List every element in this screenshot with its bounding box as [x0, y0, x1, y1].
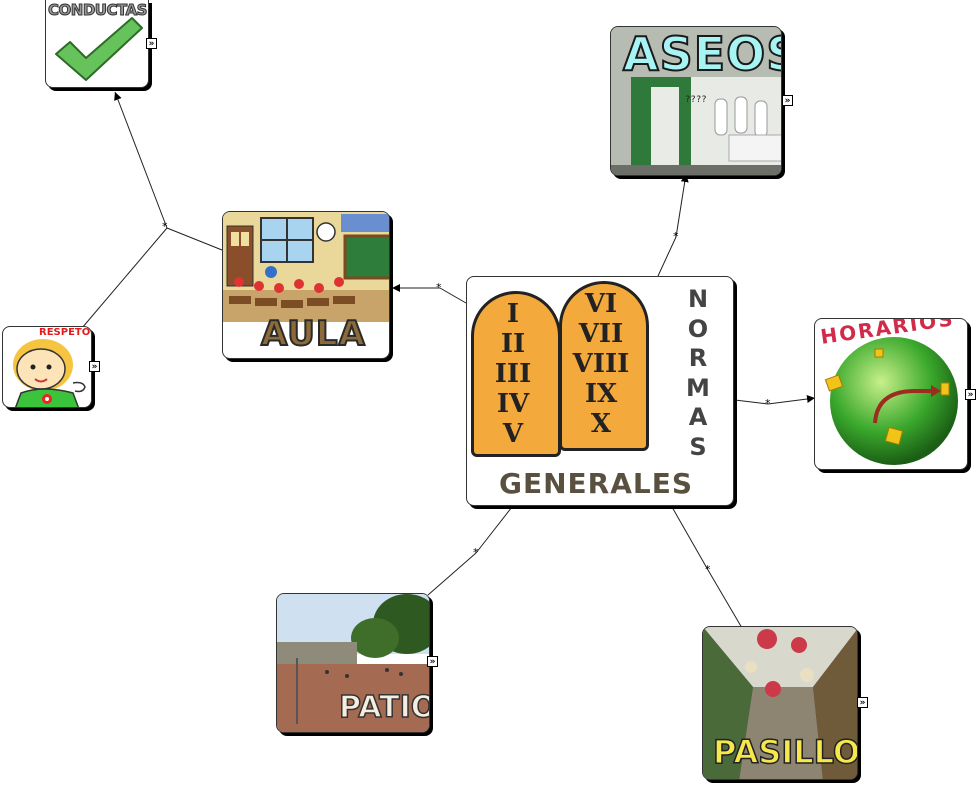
classroom-illustration-icon [223, 212, 389, 322]
node-respeto[interactable]: RESPETO [2, 326, 92, 408]
link-label-normas-horarios: * [765, 397, 771, 410]
expand-icon-conductas[interactable]: » [146, 38, 157, 49]
link-normas-aula [439, 287, 467, 304]
node-aseos-title: ASEOS [622, 27, 781, 82]
link-aula-conductas [166, 227, 223, 251]
normas-letter-1: O [687, 314, 709, 343]
normas-letter-5: S [689, 432, 707, 461]
normas-letter-0: N [687, 285, 709, 313]
expand-icon-respeto[interactable]: » [89, 361, 100, 372]
node-respeto-title: RESPETO [39, 327, 91, 338]
expand-icon-horarios[interactable]: » [965, 389, 976, 400]
restroom-photo-icon [611, 27, 781, 175]
node-normas-title: GENERALES [499, 467, 694, 500]
playground-photo-icon [277, 594, 429, 732]
clock-icon [824, 337, 958, 465]
expand-icon-pasillos[interactable]: » [857, 697, 868, 708]
link-label-normas-aseos: * [673, 230, 679, 243]
link-label-normas-patio: * [473, 546, 479, 559]
node-pasillos[interactable]: PASILLOS [702, 626, 858, 780]
expand-icon-aseos[interactable]: » [782, 95, 793, 106]
tablet-right [559, 281, 649, 451]
expand-icon-patio[interactable]: » [427, 656, 438, 667]
corridor-photo-icon [703, 627, 857, 779]
node-conductas-title: CONDUCTAS [48, 1, 148, 20]
link-conductas-arrow [114, 91, 168, 229]
link-label-aula-conductas: * [162, 220, 168, 233]
normas-letter-4: A [688, 403, 708, 431]
link-patio [427, 552, 477, 596]
girl-illustration-icon [13, 339, 86, 407]
link-respeto [81, 227, 168, 329]
node-horarios[interactable]: HORARIOS [814, 318, 968, 470]
link-normas-pasillos [671, 506, 709, 571]
normas-letter-3: M [686, 373, 710, 402]
node-aseos[interactable]: ASEOS ???? [610, 26, 782, 176]
link-normas-aseos-arrow [675, 173, 689, 238]
link-pasillos [707, 569, 743, 629]
node-pasillos-title: PASILLOS [712, 732, 858, 772]
node-patio-title: PATIO [338, 689, 430, 726]
link-label-normas-aula: * [436, 281, 442, 294]
node-aula-title: AULA [260, 313, 366, 355]
node-aula[interactable]: AULA [222, 211, 390, 359]
node-patio[interactable]: PATIO [276, 593, 430, 733]
tablet-left [471, 291, 561, 457]
node-conductas[interactable]: CONDUCTAS [45, 0, 149, 88]
checkmark-icon [55, 17, 143, 81]
link-normas-horarios-arrow [767, 395, 816, 405]
link-label-normas-pasillos: * [705, 563, 711, 576]
link-normas-aseos [657, 236, 677, 277]
link-normas-horarios [734, 399, 769, 405]
link-normas-patio [475, 506, 513, 554]
normas-letter-2: R [688, 344, 708, 372]
aseos-sign-text: ???? [685, 95, 707, 105]
